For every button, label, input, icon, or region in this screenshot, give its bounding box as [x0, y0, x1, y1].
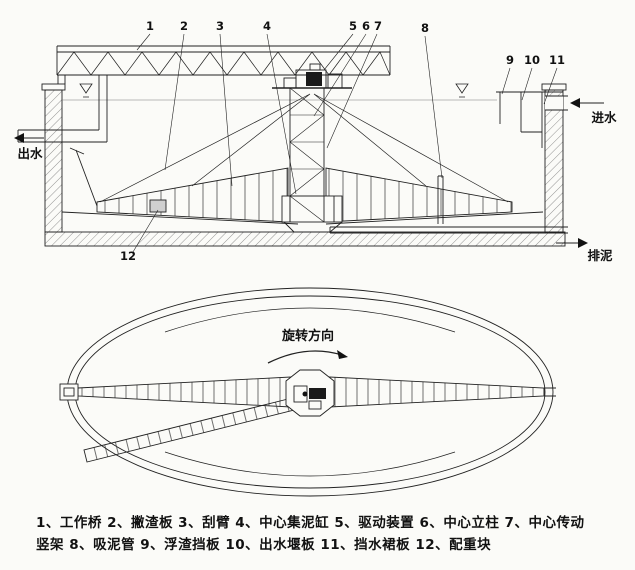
tank-left-wall-cap	[41, 83, 66, 91]
callout-12: 12	[120, 249, 136, 263]
rotation-arrow	[267, 350, 348, 364]
inlet-label: 进水	[591, 110, 617, 125]
callout-1: 1	[146, 19, 154, 33]
flow-arrows	[14, 98, 604, 248]
sludge-discharge-pipe	[329, 226, 568, 234]
inlet-channel	[496, 91, 568, 148]
section-view	[14, 33, 604, 253]
callout-6: 6	[362, 19, 370, 33]
suction-pipe	[437, 175, 444, 224]
rim-wave-top	[164, 307, 456, 333]
scum-skimmer-board	[69, 147, 98, 207]
plan-scraper-arm	[83, 397, 295, 463]
callout-3: 3	[216, 19, 224, 33]
effluent-weir-plate	[520, 92, 542, 133]
callout-9: 9	[506, 53, 514, 67]
water-level-symbol	[455, 83, 469, 98]
clarifier-diagram: 1 2 3 4 5 6 7 8 9 10 11 12 出水 进水 排泥	[14, 19, 617, 497]
drive-unit	[272, 63, 352, 89]
bridge-left-support	[57, 75, 66, 84]
sludge-label: 排泥	[587, 248, 613, 263]
plan-center-platform	[285, 369, 335, 417]
counterweight-block	[149, 199, 167, 213]
callout-10: 10	[524, 53, 540, 67]
tank-floor-slope	[61, 211, 544, 225]
callout-8: 8	[421, 21, 429, 35]
plan-view	[59, 287, 556, 497]
tank-floor-slab	[44, 231, 566, 247]
tie-rods	[99, 93, 509, 203]
outlet-pipe	[17, 75, 108, 143]
callout-11: 11	[549, 53, 565, 67]
center-sludge-cylinder	[281, 195, 343, 233]
callout-5: 5	[349, 19, 357, 33]
tank-left-wall	[44, 89, 63, 233]
callout-4: 4	[263, 19, 271, 33]
center-column	[289, 87, 325, 223]
left-scraper-arm	[96, 167, 289, 223]
plan-outlet-box	[59, 383, 79, 401]
rim-wave-bottom	[164, 451, 456, 477]
rotation-direction-label: 旋转方向	[281, 328, 334, 344]
tank-right-wall	[544, 89, 564, 233]
callout-7: 7	[374, 19, 382, 33]
right-scraper-arm	[325, 167, 513, 223]
plan-right-tick	[544, 387, 556, 397]
outlet-label: 出水	[17, 146, 43, 161]
drive-motor-block	[306, 72, 322, 86]
callout-leader-lines	[132, 33, 558, 253]
legend-line-1: 1、工作桥 2、撇渣板 3、刮臂 4、中心集泥缸 5、驱动装置 6、中心立柱 7…	[36, 515, 585, 531]
water-level-symbol	[79, 83, 93, 98]
plan-drive-block	[309, 388, 326, 399]
water-level	[62, 83, 497, 101]
parts-legend: 1、工作桥 2、撇渣板 3、刮臂 4、中心集泥缸 5、驱动装置 6、中心立柱 7…	[36, 512, 621, 556]
tank-right-wall-cap	[541, 83, 567, 91]
callout-2: 2	[180, 19, 188, 33]
legend-line-2: 竖架 8、吸泥管 9、浮渣挡板 10、出水堰板 11、挡水裙板 12、配重块	[36, 537, 492, 553]
